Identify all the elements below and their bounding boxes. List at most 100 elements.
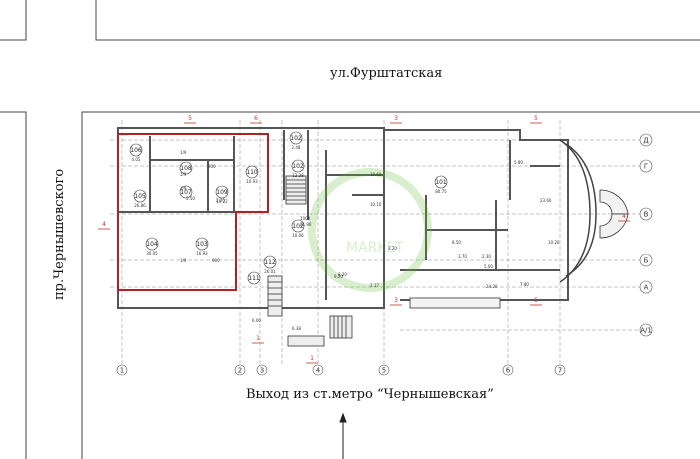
section-mark-label: 4 [622,213,626,220]
axis-bubble-6: 6 [502,364,514,376]
room-area: 12.38 [292,173,304,178]
dimension-note: 10.10 [370,202,382,207]
dimension-note: 1/9 [180,186,187,191]
room-number: 103 [196,241,208,248]
axis-labels-bottom: 1 2 3 4 5 6 7 [116,364,566,376]
axis-label: Д [643,137,649,145]
room-number: 102 [292,163,304,170]
room-102: 102 2.48 [289,131,303,150]
room-102: 102 10.06 [291,219,305,238]
section-mark-label: 3 [394,115,398,122]
room-number: 112 [264,259,276,266]
axis-bubble-right: В [639,207,653,221]
room-number: 104 [146,241,158,248]
room-number: 108 [180,165,192,172]
dimension-note: 2.17 [370,283,379,288]
dimension-note: 1/9 [180,150,187,155]
exit-arrow [339,412,347,459]
axis-label: А [644,284,649,292]
room-number: 105 [134,193,146,200]
section-mark: 4 [618,213,630,222]
room-number: 110 [246,169,258,176]
axis-label: 7 [558,367,562,375]
dimension-note: 1/9 [180,172,187,177]
highlighted-area [117,133,269,291]
room-area: 2.48 [292,145,301,150]
dimension-note: 10.20 [548,240,560,245]
room-number: 102 [292,223,304,230]
axis-label: 2 [238,367,242,375]
axis-label: Б [644,257,649,265]
room-number: 106 [130,147,142,154]
axis-bubble-right: Д [639,133,653,147]
room-number: 111 [248,275,260,282]
dimension-note: 8.20 [338,272,347,277]
room-111: 111 [247,271,261,285]
room-104: 104 30.05 [145,237,159,256]
axis-bubble-3: 3 [256,364,268,376]
section-mark: 3 [390,297,402,306]
dimension-note: 9.20 [334,274,343,279]
dimension-note: 1/9 [180,258,187,263]
axis-bubble-right: Б [639,253,653,267]
axis-label: 6 [506,367,511,375]
dimension-note: 23.60 [540,198,552,203]
room-102: 102 12.38 [291,159,305,178]
room-area: 26.01 [264,269,276,274]
dimension-note: 900 [208,164,216,169]
section-mark-label: 3 [394,297,398,304]
dimension-note: 10.60 [370,172,382,177]
axis-bubble-2: 2 [234,364,246,376]
dimension-note: 3.70 [458,254,467,259]
room-105: 105 26.86 [133,189,147,208]
room-area: 80.75 [435,189,447,194]
axis-labels-right: Д Г В Б А А/1 [639,133,653,337]
spiral-stairs [599,189,629,239]
axis-label: 4 [316,367,321,375]
axis-bubble-4: 4 [312,364,324,376]
room-number: 109 [216,189,228,196]
dimension-note: 6.38 [292,326,301,331]
axis-label: 1 [120,367,124,375]
section-mark-label: 5 [534,115,538,122]
section-mark: 1 [252,335,264,344]
section-marks: 6 5 3 5 4 4 1 3 5 1 [98,115,630,364]
axis-label: Г [644,163,648,171]
axis-bubble-1: 1 [116,364,128,376]
section-mark-label: 4 [102,221,106,228]
staircases [267,175,501,347]
axis-bubble-right: А/1 [639,323,653,337]
room-area: 26.86 [134,203,146,208]
section-mark: 6 [250,115,262,124]
section-mark: 5 [530,297,542,306]
axis-bubble-right: А [639,280,653,294]
section-mark: 1 [306,355,318,364]
room-112: 112 26.01 [263,255,277,274]
dimension-note: 5.00 [484,264,493,269]
section-mark: 5 [184,115,196,124]
dimension-note: 6.00 [252,318,261,323]
dimension-note: 3.20 [388,246,397,251]
room-area: 30.05 [146,251,158,256]
section-mark-label: 1 [256,335,260,342]
room-area: 10.06 [292,233,304,238]
watermark: MARKET [308,168,432,292]
axis-bubble-5: 5 [378,364,390,376]
dimension-note: 2.30 [482,254,491,259]
dimension-note: 5.50 [186,196,195,201]
axis-label: 3 [260,367,264,375]
room-number: 107 [180,189,192,196]
room-108: 108 [179,161,193,175]
section-mark-label: 5 [534,297,538,304]
exit-label: Выход из ст.метро “Чернышевская” [246,387,494,402]
section-mark: 4 [98,221,110,230]
room-number: 102 [290,135,302,142]
